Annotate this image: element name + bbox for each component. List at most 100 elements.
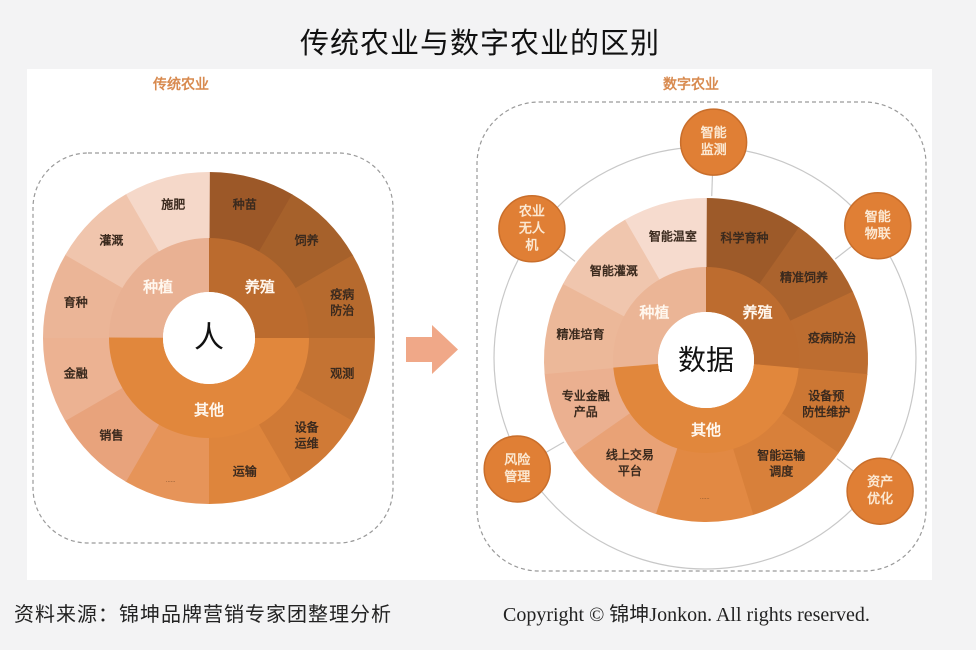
outer-segment <box>781 368 868 454</box>
outer-segment-label-line: 饲养 <box>294 232 319 247</box>
outer-segment-label: ...... <box>700 495 710 501</box>
inner-segment <box>706 267 799 369</box>
satellite-node: 农业无人机 <box>498 195 566 263</box>
connector-line <box>557 248 576 262</box>
inner-segment-label-line: 养殖 <box>244 278 275 296</box>
outer-segment-label: 饲养 <box>294 232 319 247</box>
outer-segment-label: 运输 <box>233 463 258 478</box>
outer-segment <box>43 254 124 338</box>
outer-segment-label: 科学育种 <box>720 230 768 245</box>
connector-line <box>545 441 565 454</box>
inner-segment-label-line: 其他 <box>194 401 224 419</box>
outer-segment-label: 精准培育 <box>557 326 605 341</box>
outer-segment-label-line: ...... <box>166 478 176 484</box>
outer-segment-label-line: 设备预 <box>808 388 844 403</box>
connector-line <box>836 458 855 472</box>
satellite-circle <box>483 435 551 503</box>
outer-segment-label-line: 产品 <box>574 404 598 419</box>
inner-segment-label: 养殖 <box>244 278 275 296</box>
inner-segment-label: 其他 <box>194 401 224 419</box>
connector-line <box>711 175 714 197</box>
satellite-label-line: 物联 <box>865 226 891 242</box>
inner-segment-label-line: 其他 <box>691 421 721 439</box>
inner-segment <box>209 238 309 339</box>
outer-segment-label: 线上交易平台 <box>606 447 654 478</box>
traditional-agriculture-wheel: 种苗饲养疫病防治观测设备运维运输......销售金融育种灌溉施肥种植养殖其他人 <box>43 172 375 504</box>
traditional-box <box>32 152 394 544</box>
outer-segment <box>65 193 160 289</box>
outer-segment <box>64 387 160 482</box>
outer-segment <box>125 423 209 504</box>
outer-segment-label: 设备运维 <box>295 420 320 451</box>
outer-segment-label-line: 灌溉 <box>98 232 123 247</box>
page-title: 传统农业与数字农业的区别 <box>299 26 660 60</box>
outer-segment-label-line: 线上交易 <box>606 447 654 462</box>
center-label: 数据 <box>678 344 734 377</box>
outer-segment <box>294 255 375 339</box>
satellite-circle <box>498 195 566 263</box>
inner-segment-label: 其他 <box>691 421 721 439</box>
outer-segment-label-line: 精准培育 <box>557 326 605 341</box>
satellite-label: 农业无人机 <box>518 203 546 253</box>
satellite-label-line: 无人 <box>518 220 546 236</box>
satellite-label-line: 管理 <box>504 469 530 485</box>
outer-segment-label-line: 疫病 <box>330 286 354 301</box>
outer-segment-label-line: 金融 <box>63 366 88 381</box>
outer-segment-label-line: 设备 <box>295 420 320 435</box>
outer-segment-label: 金融 <box>63 366 88 381</box>
inner-segment <box>613 363 799 454</box>
outer-segment-label: 种苗 <box>232 197 257 212</box>
satellite-label: 资产优化 <box>867 474 893 507</box>
outer-segment-label: 灌溉 <box>98 232 123 247</box>
connector-line <box>834 245 853 260</box>
outer-segment-label-line: 精准饲养 <box>780 270 828 285</box>
inner-segment-label: 养殖 <box>742 304 773 322</box>
outer-segment <box>258 387 353 483</box>
outer-segment-label: 观测 <box>330 366 354 381</box>
outer-segment-label: ...... <box>166 478 176 484</box>
outer-segment <box>208 423 292 504</box>
satellite-label-line: 智能 <box>701 125 727 141</box>
outer-segment-label-line: 种苗 <box>232 197 257 212</box>
center-label: 人 <box>194 321 224 356</box>
outer-segment-label-line: 智能灌溉 <box>589 263 638 278</box>
traditional-agriculture-heading: 传统农业 <box>153 77 209 93</box>
outer-segment-label-line: 防治 <box>330 302 354 317</box>
outer-segment-label-line: 调度 <box>769 464 794 479</box>
satellite-node: 智能监测 <box>679 108 748 176</box>
outer-segment <box>789 291 868 375</box>
outer-segment-label-line: 育种 <box>64 294 88 309</box>
satellite-label-line: 智能 <box>865 209 891 225</box>
outer-segment-label: 智能运输调度 <box>756 448 806 479</box>
outer-segment <box>294 338 375 422</box>
outer-segment-label: 销售 <box>99 428 123 443</box>
satellite-node: 智能物联 <box>844 192 912 260</box>
outer-segment-label-line: 智能运输 <box>756 448 806 463</box>
outer-segment <box>258 194 354 289</box>
center-circle <box>163 292 255 384</box>
outer-segment-label: 疫病防治 <box>808 330 856 345</box>
satellite-label: 智能监测 <box>701 125 727 158</box>
outer-segment-label: 精准饲养 <box>780 270 828 285</box>
outer-segment-label-line: 科学育种 <box>720 230 768 245</box>
satellite-label-line: 资产 <box>867 474 893 490</box>
satellite-circle <box>679 108 748 176</box>
outer-segment-label-line: 防性维护 <box>802 404 850 419</box>
inner-segment <box>108 337 310 439</box>
inner-segment-label-line: 养殖 <box>742 304 773 322</box>
outer-segment-label: 智能温室 <box>648 228 697 243</box>
satellite-circle <box>844 192 912 260</box>
satellite-label-line: 农业 <box>518 203 545 219</box>
satellite-label: 风险管理 <box>504 452 531 485</box>
outer-segment <box>562 219 661 317</box>
outer-segment-label-line: 平台 <box>618 463 642 478</box>
outer-segment-label: 专业金融产品 <box>562 388 610 419</box>
outer-segment <box>43 337 124 421</box>
outer-segment-label-line: ...... <box>700 495 710 501</box>
outer-segment-label: 疫病防治 <box>330 286 354 317</box>
outer-segment <box>544 367 631 453</box>
outer-segment <box>572 412 678 515</box>
